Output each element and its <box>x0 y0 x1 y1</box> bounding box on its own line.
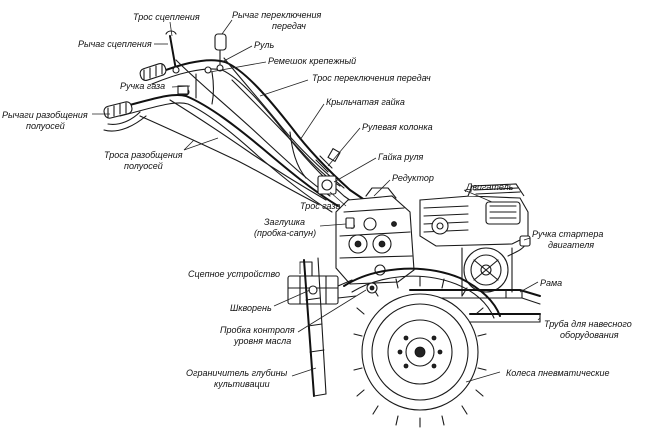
engine-illustration <box>419 183 531 297</box>
label-throttle-grip: Ручка газа <box>120 81 165 91</box>
label-oil-plug-line1: Пробка контроля <box>220 325 295 335</box>
label-mount-pipe-line1: Труба для навесного <box>544 319 632 329</box>
label-release-levers-line2: полуосей <box>26 121 65 131</box>
hitch-illustration <box>287 261 357 305</box>
label-reducer: Редуктор <box>392 173 434 183</box>
reducer-illustration <box>335 187 415 285</box>
label-depth-limiter-line2: культивации <box>214 379 270 389</box>
label-starter-handle-line1: Ручка стартера <box>532 229 603 239</box>
label-wing-nut: Крыльчатая гайка <box>326 97 405 107</box>
label-starter-handle-line2: двигателя <box>548 240 594 250</box>
pneumatic-wheel-illustration <box>353 276 487 428</box>
label-release-cables-line1: Троса разобщения <box>104 150 183 160</box>
label-kingpin: Шкворень <box>230 303 272 313</box>
label-gear-lever-line1: Рычаг переключения <box>232 10 322 20</box>
label-hitch: Сцепное устройство <box>188 269 280 279</box>
label-depth-limiter-line1: Ограничитель глубины <box>186 368 288 378</box>
oil-plug-illustration <box>366 282 378 294</box>
label-wheels: Колеса пневматические <box>506 368 610 378</box>
fender-illustration <box>343 267 501 319</box>
label-steering-column: Рулевая колонка <box>362 122 433 132</box>
release-lever-grip-illustration <box>103 101 147 132</box>
gear-lever-illustration <box>214 33 227 72</box>
throttle-grip-illustration <box>139 63 167 81</box>
frame-illustration <box>409 289 541 305</box>
label-release-cables-line2: полуосей <box>124 161 163 171</box>
label-handlebar-nut: Гайка руля <box>378 152 424 162</box>
clutch-lever-illustration <box>165 30 180 74</box>
callout-labels: Трос сцепления Рычаг переключения переда… <box>2 10 632 389</box>
steering-column-illustration <box>315 147 341 195</box>
label-plug-line2: (пробка-сапун) <box>254 228 316 238</box>
mount-pipe-illustration <box>469 313 541 323</box>
depth-limiter-illustration <box>303 257 327 397</box>
label-oil-plug-line2: уровня масла <box>233 336 291 346</box>
label-clutch-lever: Рычаг сцепления <box>78 39 152 49</box>
handlebar-fittings <box>177 66 212 96</box>
label-throttle-cable: Трос газа <box>300 201 340 211</box>
label-mount-pipe-line2: оборудования <box>560 330 619 340</box>
label-release-levers-line1: Рычаги разобщения <box>2 110 88 120</box>
label-handlebar: Руль <box>254 40 274 50</box>
motoblock-drawing <box>103 30 541 428</box>
leader-lines <box>92 19 541 383</box>
label-engine: Двигатель <box>465 182 514 192</box>
label-strap: Ремешок крепежный <box>268 56 356 66</box>
label-plug-line1: Заглушка <box>264 217 305 227</box>
handlebar-illustration <box>117 59 373 213</box>
label-gear-lever-line2: передач <box>272 21 306 31</box>
breather-plug-illustration <box>345 217 355 229</box>
label-frame: Рама <box>540 278 562 288</box>
label-clutch-cable: Трос сцепления <box>133 12 200 22</box>
label-gear-cable: Трос переключения передач <box>312 73 431 83</box>
